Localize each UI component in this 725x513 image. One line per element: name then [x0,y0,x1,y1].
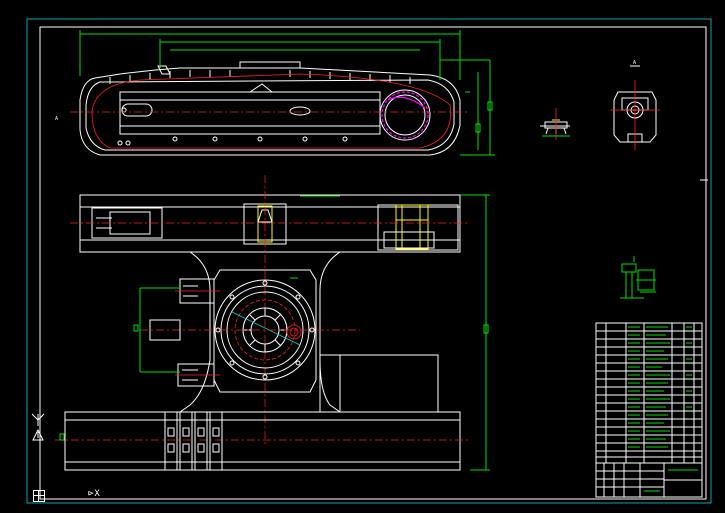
parts-list-rows [596,330,702,458]
inner-frame [39,26,707,500]
undercarriage-plan-view [55,175,490,471]
pan-arrow-icon[interactable]: ⊳X [88,489,101,499]
detail-view-end: A [610,60,660,150]
symbol-cluster [620,256,656,299]
parts-list-text-strokes [628,326,692,448]
track-bolt-pattern [164,411,223,471]
view-label-a: A [55,116,58,122]
grid-icon[interactable] [33,490,45,502]
parts-list-table [595,322,703,498]
ucs-axis-icon [31,413,45,441]
outer-sheet-border [26,18,712,504]
track-elevation-view: A [55,30,495,156]
section-label-a: A [633,60,636,66]
bottom-rollers [117,136,348,146]
detail-view-section [540,108,570,140]
